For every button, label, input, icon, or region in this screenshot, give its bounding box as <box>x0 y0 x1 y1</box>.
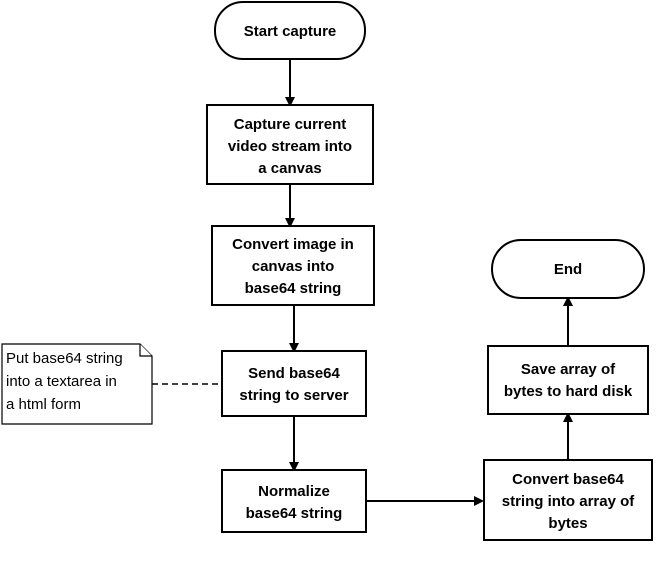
capture-node-line-2: video stream into <box>228 138 352 155</box>
convert-image-node-line-3: base64 string <box>245 280 342 297</box>
save-node-line-2: bytes to hard disk <box>504 383 633 400</box>
convert-bytes-node-line-1: Convert base64 <box>512 471 624 488</box>
end-node-label: End <box>554 261 582 278</box>
convert-bytes-node-line-2: string into array of <box>502 493 636 510</box>
note-line-3: a html form <box>6 396 81 413</box>
start-node: Start capture <box>214 1 366 60</box>
send-node-line-2: string to server <box>239 387 348 404</box>
convert-bytes-node-line-3: bytes <box>548 515 587 532</box>
normalize-node-line-2: base64 string <box>246 505 343 522</box>
convert-bytes-node: Convert base64 string into array of byte… <box>483 459 653 541</box>
edges <box>152 59 573 506</box>
convert-image-node-line-2: canvas into <box>252 258 335 275</box>
normalize-node: Normalize base64 string <box>221 469 367 533</box>
start-node-label: Start capture <box>244 23 337 40</box>
end-node: End <box>491 239 645 299</box>
capture-node-line-1: Capture current <box>234 116 347 133</box>
capture-node: Capture current video stream into a canv… <box>206 104 374 185</box>
convert-image-node-line-1: Convert image in <box>232 236 354 253</box>
save-node-line-1: Save array of <box>521 361 616 378</box>
annotation-note: Put base64 string into a textarea in a h… <box>1 343 153 425</box>
note-line-2: into a textarea in <box>6 373 117 390</box>
send-node-line-1: Send base64 <box>248 365 340 382</box>
capture-node-line-3: a canvas <box>258 160 321 177</box>
convert-image-node: Convert image in canvas into base64 stri… <box>211 225 375 306</box>
note-line-1: Put base64 string <box>6 350 123 367</box>
normalize-node-line-1: Normalize <box>258 483 330 500</box>
save-node: Save array of bytes to hard disk <box>487 345 649 415</box>
send-node: Send base64 string to server <box>221 350 367 417</box>
